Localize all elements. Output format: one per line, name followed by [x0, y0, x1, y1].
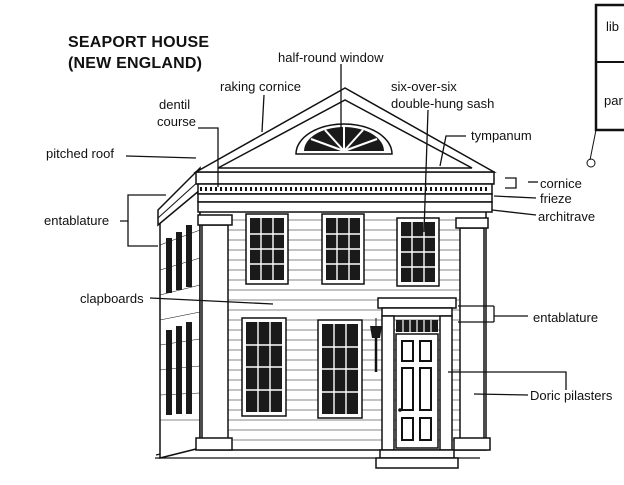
leader-lines: [120, 64, 567, 396]
label-pitched-roof: pitched roof: [46, 146, 114, 161]
label-entablature-left: entablature: [44, 213, 109, 228]
label-entablature-right: entablature: [533, 310, 598, 325]
title-line-2: (NEW ENGLAND): [68, 55, 202, 72]
cornice: [195, 171, 495, 185]
pilaster-left: [201, 224, 229, 441]
label-tympanum: tympanum: [471, 128, 532, 143]
upper-windows: [245, 213, 440, 287]
label-raking-cornice: raking cornice: [220, 79, 301, 94]
label-cornice: cornice: [540, 176, 582, 191]
label-doric-pilasters: Doric pilasters: [530, 388, 613, 403]
label-clapboards: clapboards: [80, 291, 144, 306]
front-doorway: [375, 297, 459, 469]
doric-pilasters: [195, 214, 491, 451]
pediment: [193, 87, 497, 173]
label-six-over-six-line-1: six-over-six: [391, 79, 457, 94]
label-architrave: architrave: [538, 209, 595, 224]
diagram-labels: half-round window raking cornice six-ove…: [44, 50, 613, 403]
label-dentil-course-line-2: course: [157, 114, 196, 129]
side-wall: [157, 166, 201, 459]
label-half-round-window: half-round window: [278, 50, 384, 65]
inset-room-label-bottom: par: [604, 93, 623, 108]
pilaster-right: [459, 227, 485, 441]
half-round-window: [295, 123, 393, 155]
frieze: [197, 193, 493, 203]
wall-lantern: [370, 318, 382, 372]
architrave: [197, 201, 493, 213]
inset-floor-plan: lib par: [586, 3, 624, 168]
label-dentil-course-line-1: dentil: [159, 97, 190, 112]
inset-room-label-top: lib: [606, 19, 619, 34]
label-six-over-six-line-2: double-hung sash: [391, 96, 494, 111]
title-line-1: SEAPORT HOUSE: [68, 34, 209, 51]
entablature: [195, 171, 495, 213]
label-frieze: frieze: [540, 191, 572, 206]
lower-windows: [241, 317, 363, 419]
